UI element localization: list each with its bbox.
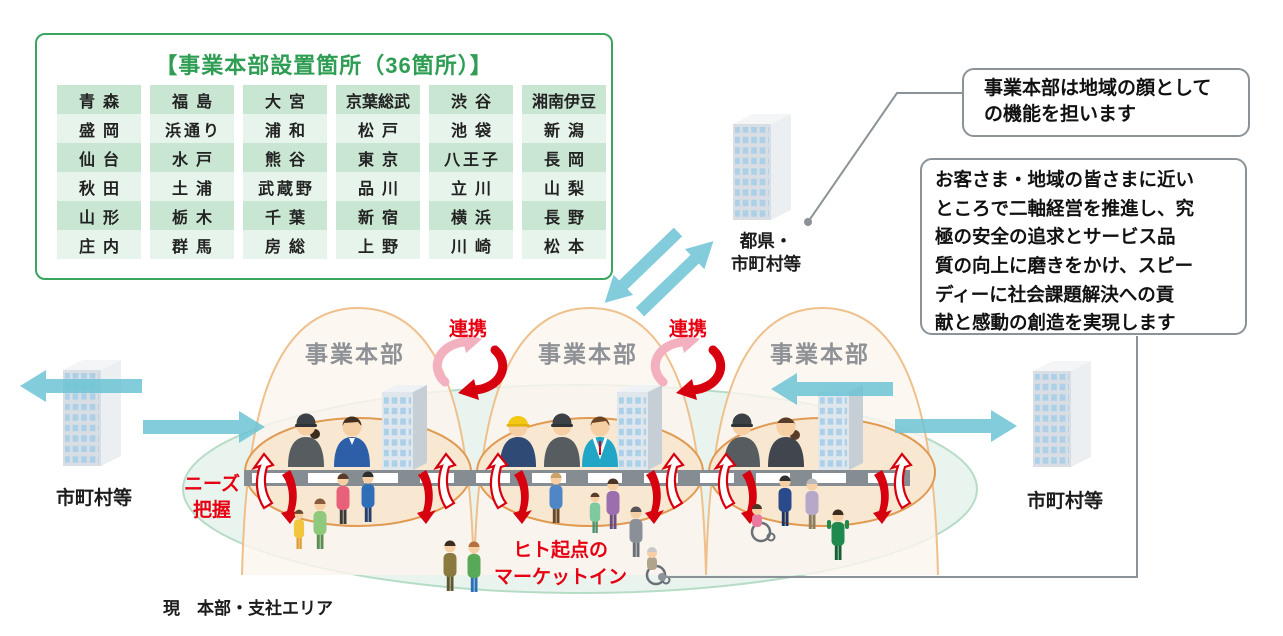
location-cell: 青森: [57, 85, 141, 114]
location-cell: 新宿: [336, 201, 420, 230]
location-cell: 庄内: [57, 230, 141, 259]
location-cell: 福島: [150, 85, 234, 114]
location-cell: 長野: [522, 201, 606, 230]
location-cell: 仙台: [57, 143, 141, 172]
location-cell: 山梨: [522, 172, 606, 201]
location-cell: 長岡: [522, 143, 606, 172]
needs-label: ニーズ 把握: [183, 474, 241, 521]
citizen-wheelchair-pink: [750, 504, 776, 543]
location-cell: 湘南伊豆: [522, 85, 606, 114]
location-cell: 秋田: [57, 172, 141, 201]
citizen-blond-boy: [549, 472, 563, 523]
building-prefecture: [733, 114, 791, 220]
staff-attendant-man-figure: [544, 413, 580, 467]
hq-tower-1: [382, 385, 427, 470]
dome-3-label: 事業本部: [770, 341, 870, 367]
location-cell: 熊谷: [243, 143, 327, 172]
railway-line: [244, 470, 910, 486]
location-cell: 横浜: [429, 201, 513, 230]
location-cell: 大宮: [243, 85, 327, 114]
citizen-green-waving-man: [827, 509, 849, 560]
location-cell: 川崎: [429, 230, 513, 259]
hq-tower-2: [617, 385, 662, 470]
citizen-green-man: [467, 541, 481, 592]
callout-connectors: [658, 92, 1138, 581]
citizen-purple-woman: [606, 478, 620, 529]
citizen-child-green: [589, 492, 601, 533]
location-cell: 上野: [336, 230, 420, 259]
staff-figures: [288, 413, 804, 467]
staff-attendant-woman-figure: [288, 413, 324, 467]
citizen-wheelchair-elderly: [645, 547, 671, 586]
municipality-left-label: 市町村等: [55, 488, 132, 509]
dome-1-label: 事業本部: [305, 341, 405, 367]
link-cycle-arrows: [432, 332, 726, 400]
location-cell: 千葉: [243, 201, 327, 230]
location-cell: 土浦: [150, 172, 234, 201]
location-cell: 房総: [243, 230, 327, 259]
citizen-blue-man: [361, 471, 375, 522]
location-cell: 武蔵野: [243, 172, 327, 201]
staff-attendant-man-figure-2: [724, 413, 760, 467]
role-note-callout: 事業本部は地域の顔として の機能を担います: [962, 68, 1250, 137]
location-cell: 八王子: [429, 143, 513, 172]
location-cell: 松本: [522, 230, 606, 259]
link-label-2: 連携: [668, 319, 707, 340]
role-note-connector: [807, 92, 962, 223]
mission-note-connector: [662, 336, 1138, 578]
hq-locations-grid: 青森福島大宮京葉総武渋谷湘南伊豆盛岡浜通り浦和松戸池袋新潟仙台水戸熊谷東京八王子…: [57, 85, 606, 259]
municipality-right-label: 市町村等: [1026, 491, 1103, 512]
location-cell: 松戸: [336, 114, 420, 143]
staff-business-woman-figure: [768, 417, 804, 467]
staff-worker-helmet-figure: [500, 416, 536, 467]
hq-tower-3: [818, 385, 863, 470]
citizen-navy-man: [778, 475, 792, 526]
location-cell: 浜通り: [150, 114, 234, 143]
citizen-elderly-lavender: [805, 478, 819, 529]
arrow-left-inbound: [143, 411, 265, 443]
location-cell: 群馬: [150, 230, 234, 259]
mission-note-callout: お客さま・地域の皆さまに近い ところで二軸経営を推進し、究 極の安全の追求とサー…: [920, 158, 1247, 335]
market-in-label: ヒト起点の マーケットイン: [493, 540, 627, 588]
hq-locations-panel: 【事業本部設置箇所（36箇所）】 青森福島大宮京葉総武渋谷湘南伊豆盛岡浜通り浦和…: [35, 33, 613, 280]
location-cell: 水戸: [150, 143, 234, 172]
location-cell: 浦和: [243, 114, 327, 143]
citizen-gray-man: [629, 506, 643, 557]
citizen-figures: [293, 471, 849, 592]
location-cell: 盛岡: [57, 114, 141, 143]
link-label-1: 連携: [448, 319, 487, 340]
citizen-child-yellow: [293, 509, 305, 549]
staff-suit-man-figure: [334, 416, 370, 467]
location-cell: 京葉総武: [336, 85, 420, 114]
building-municipality-left: [63, 360, 121, 466]
link-cycle-2: [650, 332, 726, 400]
location-cell: 山形: [57, 201, 141, 230]
location-cell: 渋谷: [429, 85, 513, 114]
location-cell: 栃木: [150, 201, 234, 230]
link-cycle-1: [432, 332, 508, 400]
location-cell: 品川: [336, 172, 420, 201]
current-area-caption: 現 本部・支社エリア: [163, 599, 333, 618]
location-cell: 立川: [429, 172, 513, 201]
staff-happi-man-figure: [582, 416, 618, 467]
hq-locations-title: 【事業本部設置箇所（36箇所）】: [155, 53, 493, 78]
location-cell: 池袋: [429, 114, 513, 143]
prefecture-building-label: 都県・ 市町村等: [731, 231, 801, 274]
location-cell: 新潟: [522, 114, 606, 143]
dome-2-label: 事業本部: [538, 341, 638, 367]
citizen-green-woman: [313, 498, 327, 549]
building-municipality-right: [1033, 361, 1091, 467]
citizen-brown-man: [443, 540, 457, 591]
location-cell: 東京: [336, 143, 420, 172]
citizen-pink-woman: [336, 473, 350, 524]
